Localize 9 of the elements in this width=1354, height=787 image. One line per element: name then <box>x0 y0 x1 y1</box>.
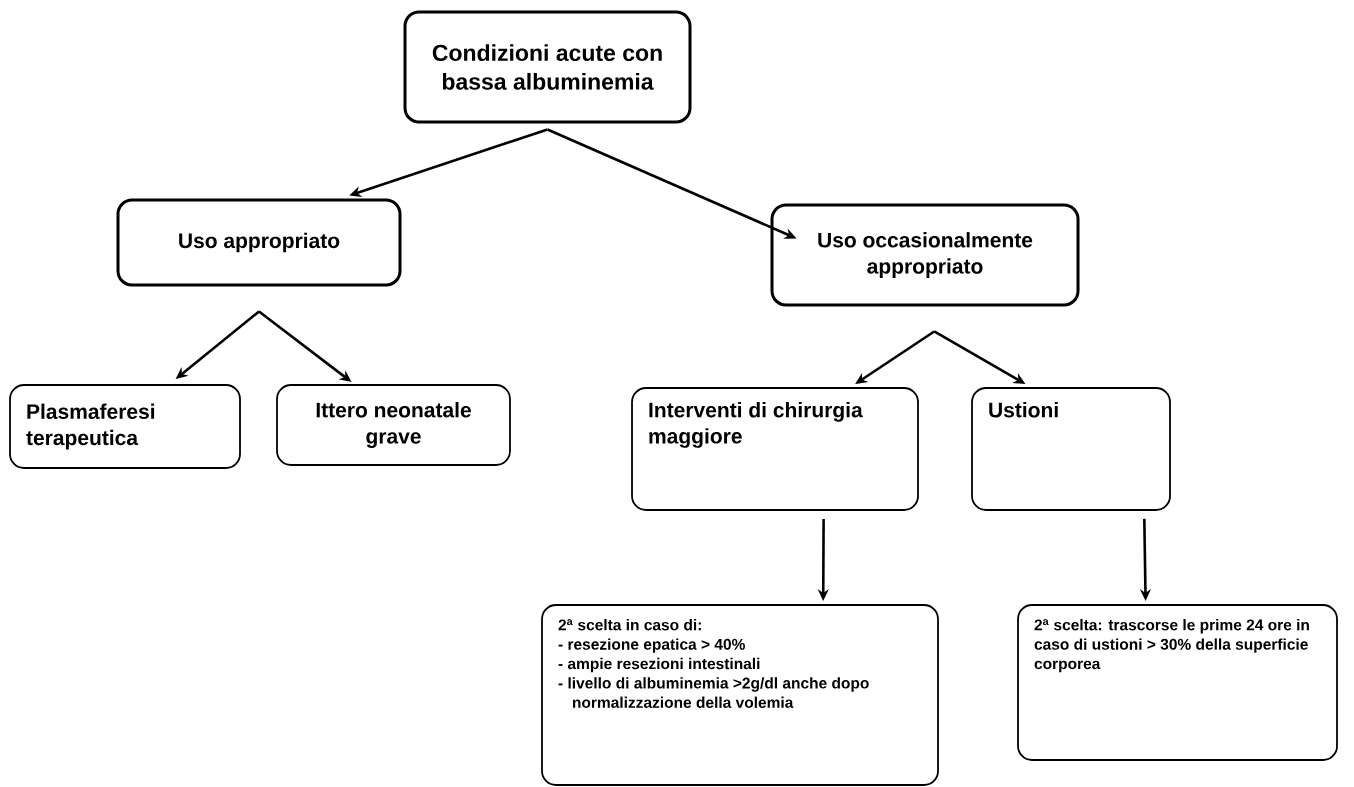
process-box: Interventi di chirurgia maggiore <box>631 387 919 511</box>
process-box: Ittero neonatale grave <box>276 384 511 466</box>
process-box: 2$^{a}$ scelta in caso di: - resezione epatica > 40% - ampie resezioni intestinali - livello di albuminemia >2g/dl anche dopo normalizzazione della volemia <box>541 604 939 786</box>
process-box: Uso appropriato <box>116 198 402 287</box>
process-box: Ustioni <box>971 387 1171 511</box>
process-box: Plasmaferesi terapeutica <box>9 384 241 469</box>
process-box: Uso occasionalmente appropriato <box>770 203 1080 307</box>
process-box: 2$^{a}$ scelta: trascorse le prime 24 ore in caso di ustioni > 30% della superficie corporea <box>1017 604 1338 761</box>
process-box: Condizioni acute con bassa albuminemia <box>403 10 692 124</box>
